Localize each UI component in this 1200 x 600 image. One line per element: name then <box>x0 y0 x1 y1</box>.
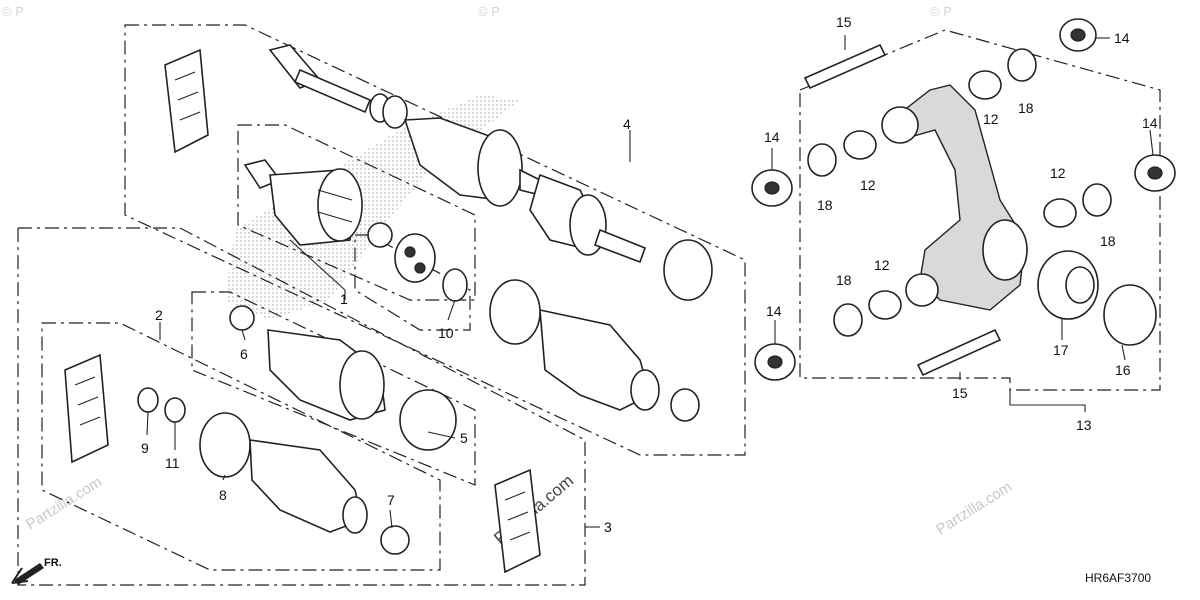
cap-14-upper <box>1059 18 1097 52</box>
cap-14-right <box>1134 154 1176 192</box>
callout-labels: 4 2 1 3 5 6 7 8 9 10 11 13 15 15 14 14 1… <box>141 14 1158 535</box>
group-box-1 <box>237 124 476 301</box>
callout-10: 10 <box>438 325 454 341</box>
callout-14-lower: 14 <box>766 303 782 319</box>
callout-7: 7 <box>387 492 395 508</box>
clamp-7 <box>380 525 410 555</box>
pin-15-lower <box>916 328 1002 377</box>
callout-18-c: 18 <box>1100 233 1116 249</box>
callout-6: 6 <box>240 346 248 362</box>
callout-16: 16 <box>1115 362 1131 378</box>
band-mid-right <box>489 279 541 345</box>
callout-12-a: 12 <box>983 111 999 127</box>
callout-9: 9 <box>141 440 149 456</box>
circlip-left <box>367 222 393 248</box>
seal-18-b <box>807 143 837 177</box>
bearing-17 <box>1037 250 1099 320</box>
callout-12-b: 12 <box>860 177 876 193</box>
inner-joint <box>243 159 363 246</box>
callout-12-d: 12 <box>874 257 890 273</box>
seal-18-a <box>1007 48 1037 82</box>
band-upper-right <box>663 239 713 301</box>
drive-shaft-assembly <box>268 44 647 264</box>
grease-packet-left <box>64 353 109 464</box>
cap-14-left <box>751 169 793 207</box>
front-indicator: FR. <box>11 557 62 585</box>
group-box-5 <box>191 291 476 486</box>
callout-4: 4 <box>623 116 631 132</box>
watermark-corner-tc: © P <box>478 4 500 19</box>
band-8 <box>199 412 251 478</box>
front-arrow-icon <box>14 563 44 585</box>
callout-2: 2 <box>155 307 163 323</box>
watermark-right: Partzilla.com <box>933 478 1015 538</box>
seal-18-d <box>833 303 863 337</box>
seal-18-c <box>1082 183 1112 217</box>
clamp-11 <box>164 397 186 423</box>
callout-18-b: 18 <box>817 197 833 213</box>
front-label: FR. <box>44 557 62 569</box>
boot-right <box>539 308 660 411</box>
ring-16 <box>1103 284 1157 346</box>
band-5 <box>399 389 457 451</box>
group-box-10 <box>354 234 471 331</box>
group-box-3 <box>17 227 586 586</box>
clamp-small-right <box>670 388 700 422</box>
callout-14-upper: 14 <box>1114 30 1130 46</box>
watermark-corner-tl: © P <box>2 4 24 19</box>
grease-packet-lower <box>494 468 541 574</box>
bushing-12-b <box>843 130 877 160</box>
callout-8: 8 <box>219 487 227 503</box>
watermark-left: Partzilla.com <box>23 473 105 533</box>
pin-15-upper <box>803 43 887 90</box>
shaded-area <box>225 95 520 320</box>
knuckle-assembly <box>881 84 1028 311</box>
watermark-corner-tr: © P <box>930 4 952 19</box>
ring-10 <box>442 268 468 302</box>
boot-2 <box>249 439 368 534</box>
diagram-code: HR6AF3700 <box>1085 571 1151 585</box>
callout-15-upper: 15 <box>836 14 852 30</box>
group-box-2 <box>41 322 441 571</box>
callout-18-a: 18 <box>1018 100 1034 116</box>
callout-11: 11 <box>165 455 180 471</box>
bushing-12-a <box>968 70 1002 100</box>
boot-5 <box>267 329 386 421</box>
callout-14-right: 14 <box>1142 115 1158 131</box>
callout-3: 3 <box>604 519 612 535</box>
group-box-13 <box>799 29 1161 391</box>
grease-packet-upper <box>164 48 209 154</box>
group-box-4 <box>124 24 746 456</box>
bushing-12-d <box>868 290 902 320</box>
callout-18-d: 18 <box>836 272 852 288</box>
callout-1: 1 <box>340 291 348 307</box>
callout-15-lower: 15 <box>952 385 968 401</box>
leader-lines <box>146 35 1154 529</box>
bushing-12-c <box>1043 198 1077 228</box>
callout-14-left: 14 <box>764 129 780 145</box>
callout-5: 5 <box>460 430 468 446</box>
watermark-layer: © P © P © P Partzilla.com Partzilla.com … <box>2 4 1015 548</box>
callout-13: 13 <box>1076 417 1092 433</box>
clamp-6 <box>229 305 255 331</box>
callout-17: 17 <box>1053 342 1069 358</box>
ring-9 <box>137 387 159 413</box>
cap-14-lower <box>754 343 796 381</box>
callout-12-c: 12 <box>1050 165 1066 181</box>
tripod-joint <box>394 233 436 283</box>
